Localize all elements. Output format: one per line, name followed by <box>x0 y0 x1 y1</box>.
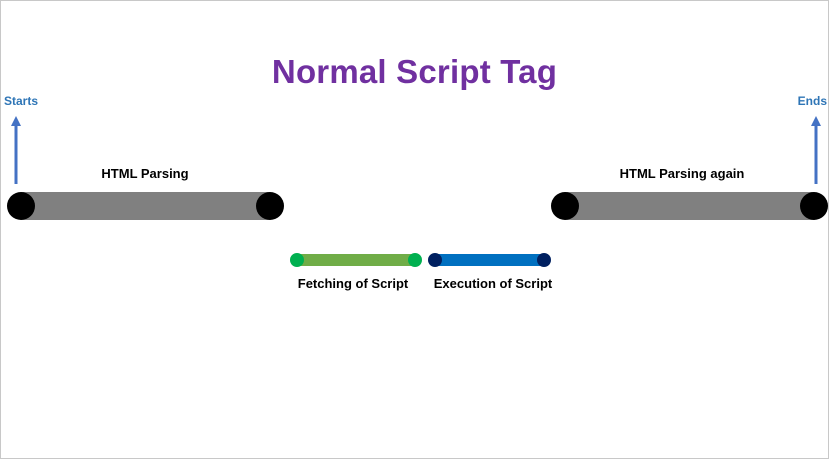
diagram-title: Normal Script Tag <box>271 53 558 90</box>
execution-start-cap <box>428 253 442 267</box>
execution-label: Execution of Script <box>433 276 553 291</box>
parsing-end-cap <box>256 192 284 220</box>
html-parsing-bar <box>7 192 284 220</box>
ends-label: Ends <box>797 94 827 108</box>
fetching-end-cap <box>408 253 422 267</box>
execution-bar <box>428 253 551 267</box>
html-parsing-label: HTML Parsing <box>101 166 189 181</box>
fetching-start-cap <box>290 253 304 267</box>
parsing-again-start-cap <box>551 192 579 220</box>
starts-label: Starts <box>4 94 39 108</box>
fetching-label: Fetching of Script <box>297 276 409 291</box>
html-parsing-again-bar <box>551 192 828 220</box>
html-parsing-again-label: HTML Parsing again <box>619 166 745 181</box>
parsing-start-cap <box>7 192 35 220</box>
execution-end-cap <box>537 253 551 267</box>
fetching-bar <box>290 253 422 267</box>
parsing-again-end-cap <box>800 192 828 220</box>
